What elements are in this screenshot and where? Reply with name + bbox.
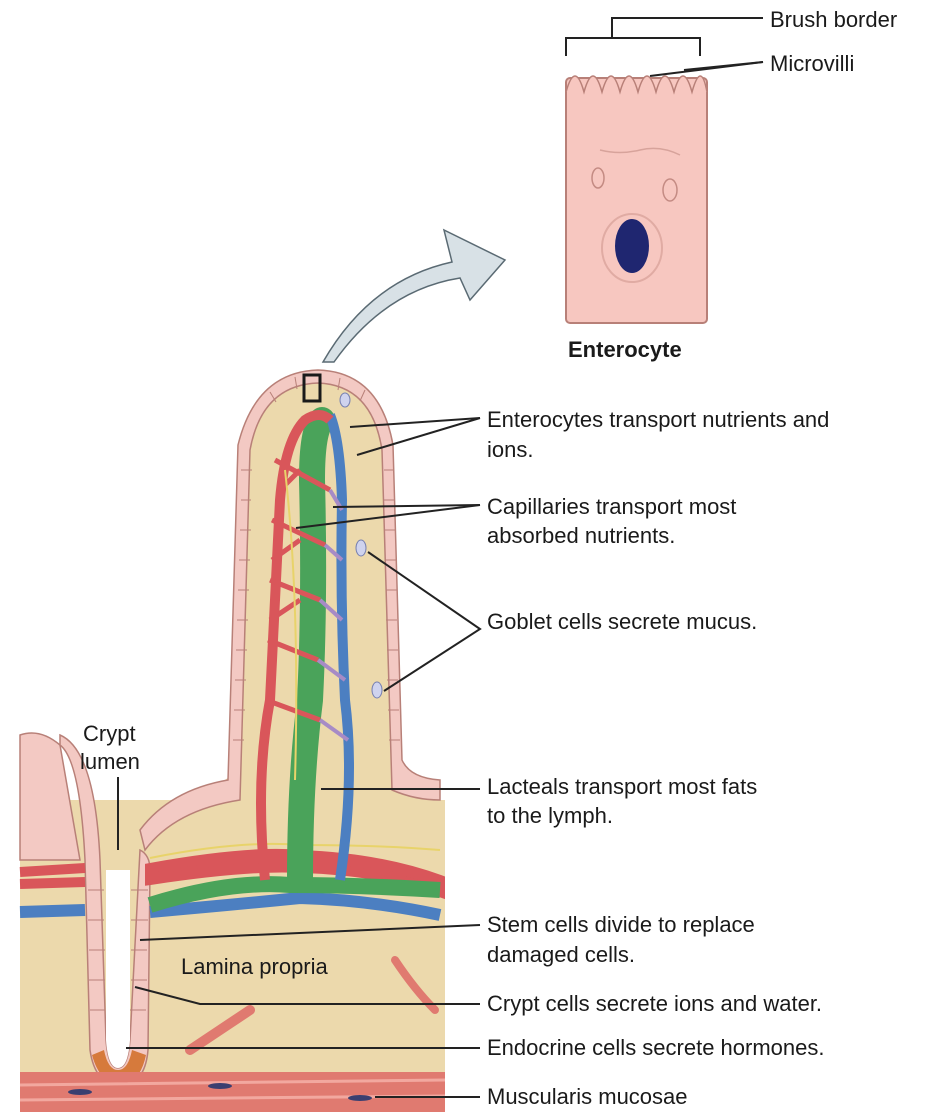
crypt-cells-label: Crypt cells secrete ions and water. xyxy=(487,990,822,1017)
enterocytes-label-line2: ions. xyxy=(487,436,533,463)
crypt-lumen-label-line1: Crypt xyxy=(83,720,136,747)
capillaries-label-line1: Capillaries transport most xyxy=(487,493,736,520)
capillaries-label-line2: absorbed nutrients. xyxy=(487,522,675,549)
endocrine-label: Endocrine cells secrete hormones. xyxy=(487,1034,825,1061)
lamina-propria-label: Lamina propria xyxy=(181,953,328,980)
brush-border-label: Brush border xyxy=(770,6,897,33)
goblet-label: Goblet cells secrete mucus. xyxy=(487,608,757,635)
enterocyte-title: Enterocyte xyxy=(568,336,682,363)
stem-cells-label-line1: Stem cells divide to replace xyxy=(487,911,755,938)
crypt-lumen-label-line2: lumen xyxy=(80,748,140,775)
zoom-arrow xyxy=(323,230,505,362)
muscularis-label: Muscularis mucosae xyxy=(487,1083,688,1110)
lacteals-label-line2: to the lymph. xyxy=(487,802,613,829)
enterocyte-cell xyxy=(566,76,707,323)
stem-cells-label-line2: damaged cells. xyxy=(487,941,635,968)
microvilli-label: Microvilli xyxy=(770,50,854,77)
lacteals-label-line1: Lacteals transport most fats xyxy=(487,773,757,800)
nucleus-icon xyxy=(615,219,649,273)
enterocytes-label-line1: Enterocytes transport nutrients and xyxy=(487,406,829,433)
